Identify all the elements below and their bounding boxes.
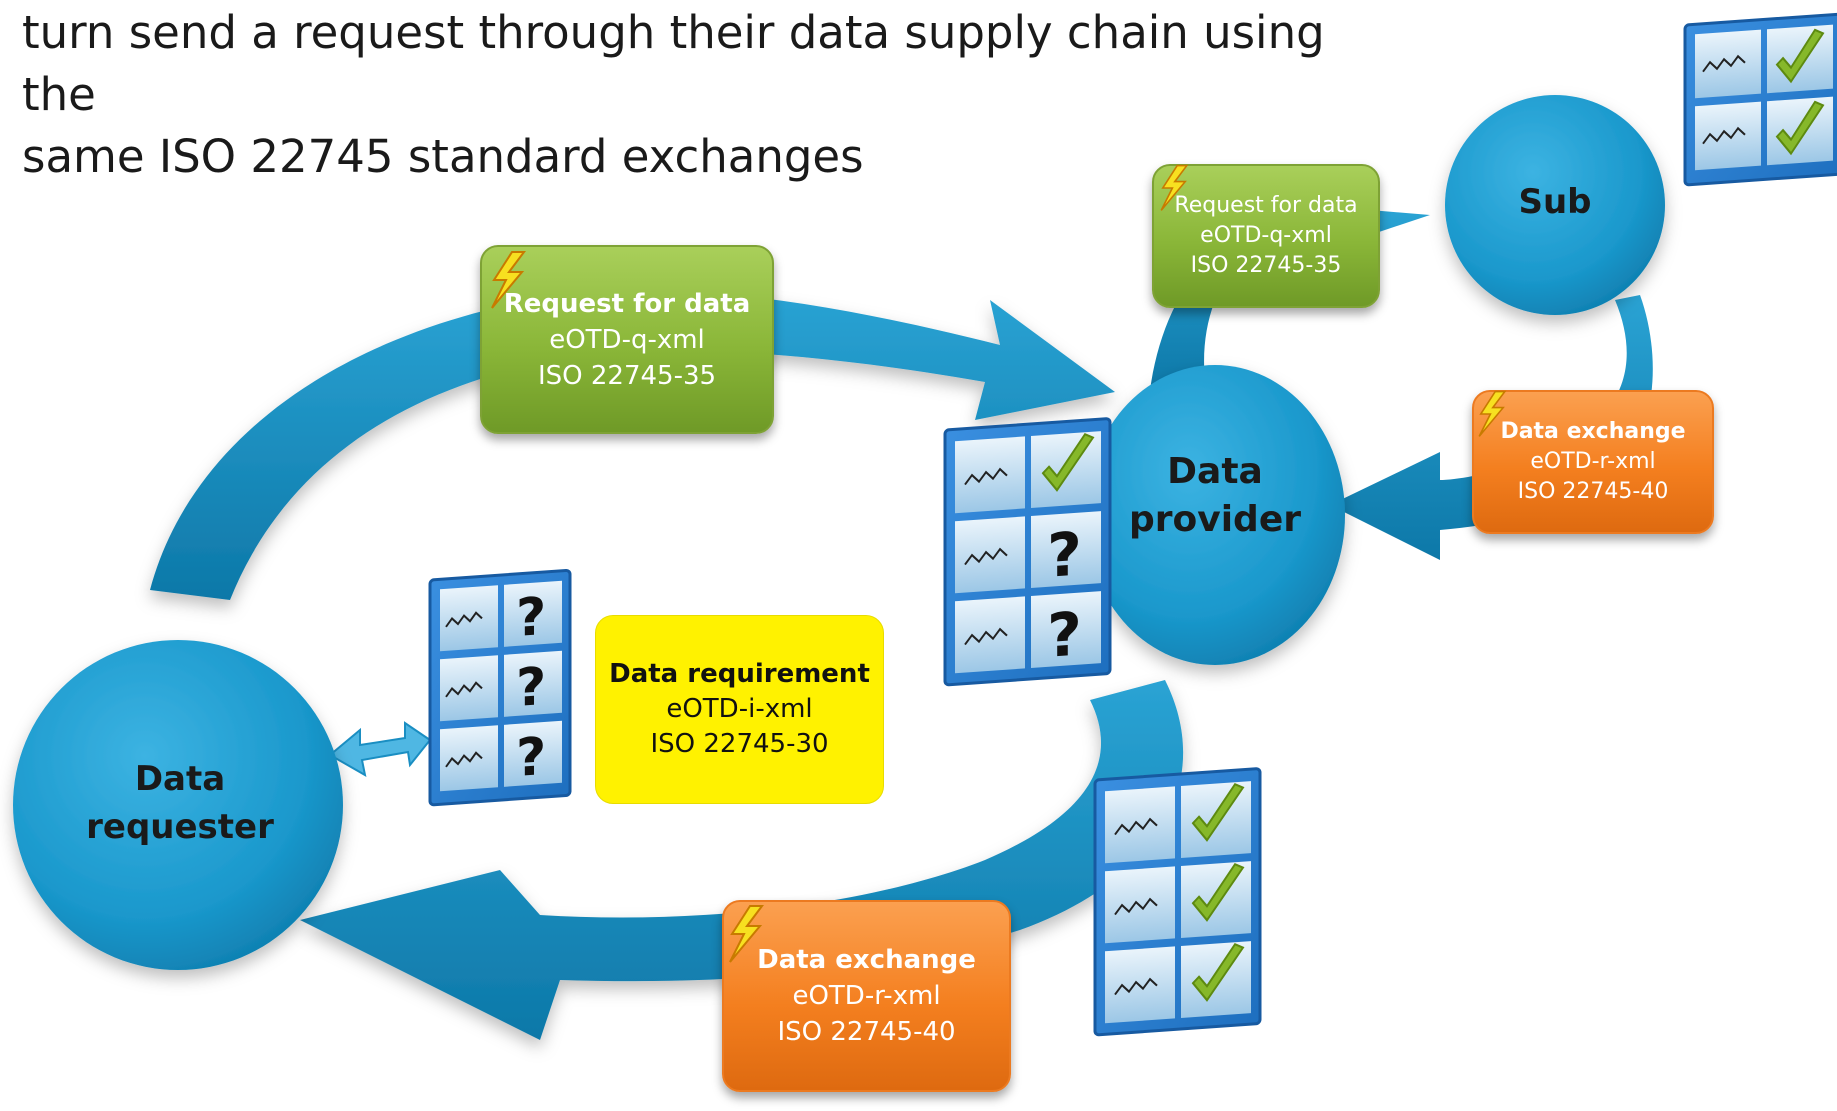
data-exchange-box: Data exchange eOTD-r-xml ISO 22745-40 <box>722 900 1011 1092</box>
exchange-box-title: Data exchange <box>757 945 976 975</box>
sub-data-grid <box>1683 12 1837 187</box>
provider-data-grid: ? ? <box>943 417 1112 687</box>
requirement-box-format: eOTD-i-xml <box>666 694 813 724</box>
request-sub-box-standard: ISO 22745-35 <box>1190 253 1342 278</box>
data-requester-label: Data requester <box>60 755 300 851</box>
sub-label: Sub <box>1518 182 1592 222</box>
lightning-icon <box>491 251 526 309</box>
provider-label-line-1: Data <box>1167 451 1263 492</box>
data-provider-label: Data provider <box>1115 448 1315 544</box>
returned-data-grid <box>1093 767 1262 1037</box>
data-requirement-box: Data requirement eOTD-i-xml ISO 22745-30 <box>595 615 884 804</box>
arrow-provider-to-requester <box>300 680 1184 1040</box>
request-box-standard: ISO 22745-35 <box>537 360 717 391</box>
check-icon <box>1191 862 1245 922</box>
request-box-title: Request for data <box>503 288 751 319</box>
requirement-box-standard: ISO 22745-30 <box>650 729 829 759</box>
caption: turn send a request through their data s… <box>22 2 1402 188</box>
check-icon <box>1775 28 1825 84</box>
check-icon <box>1191 782 1245 842</box>
exchange-sub-box-format: eOTD-r-xml <box>1530 449 1656 474</box>
lightning-icon <box>729 905 764 963</box>
requester-label-line-2: requester <box>86 807 274 847</box>
request-for-data-box: Request for data eOTD-q-xml ISO 22745-35 <box>480 245 774 434</box>
question-mark-icon: ? <box>516 657 546 719</box>
caption-line-2: same ISO 22745 standard exchanges <box>22 130 864 183</box>
data-provider-node <box>1085 365 1345 665</box>
lightning-icon <box>1160 164 1189 211</box>
caption-line-1: turn send a request through their data s… <box>22 6 1325 121</box>
exchange-sub-box-title: Data exchange <box>1500 419 1686 444</box>
question-mark-icon: ? <box>516 587 546 649</box>
question-mark-icon: ? <box>1047 520 1082 592</box>
check-icon <box>1041 432 1095 492</box>
requester-data-grid: ? ? ? <box>428 568 572 807</box>
sub-node <box>1445 95 1665 315</box>
arrow-request-to-provider <box>150 290 1115 600</box>
requirement-box-title: Data requirement <box>609 659 870 689</box>
data-exchange-sub-box: Data exchange eOTD-r-xml ISO 22745-40 <box>1472 390 1714 534</box>
question-mark-icon: ? <box>516 727 546 789</box>
check-icon <box>1775 100 1825 156</box>
provider-label-line-2: provider <box>1128 499 1301 540</box>
exchange-sub-box-standard: ISO 22745-40 <box>1517 479 1669 504</box>
exchange-box-standard: ISO 22745-40 <box>777 1017 956 1047</box>
double-arrow-requester-grid <box>328 721 432 777</box>
request-sub-box-title: Request for data <box>1174 193 1358 218</box>
exchange-box-format: eOTD-r-xml <box>792 981 941 1011</box>
check-icon <box>1191 942 1245 1002</box>
lightning-icon <box>1478 390 1507 437</box>
request-box-format: eOTD-q-xml <box>549 324 705 355</box>
request-sub-box-format: eOTD-q-xml <box>1200 223 1332 248</box>
request-for-data-sub-box: Request for data eOTD-q-xml ISO 22745-35 <box>1152 164 1380 308</box>
requester-label-line-1: Data <box>134 759 226 799</box>
data-requester-node <box>13 640 343 970</box>
question-mark-icon: ? <box>1047 600 1082 672</box>
